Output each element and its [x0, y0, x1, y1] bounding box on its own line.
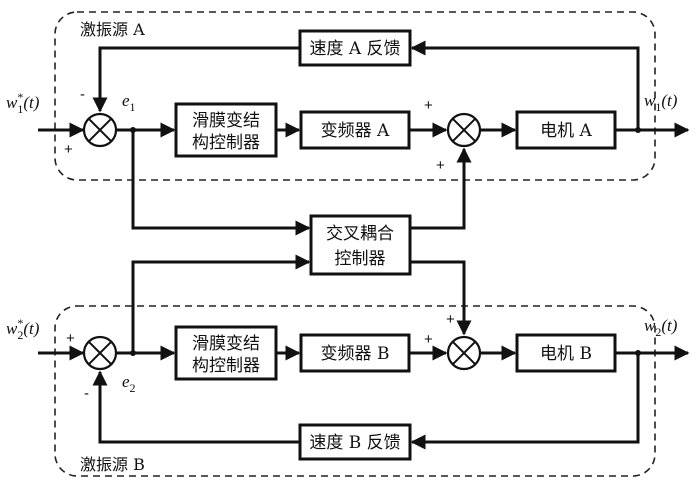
sign-sum1-left: +: [64, 141, 73, 158]
sign-sum2-left: +: [424, 97, 433, 114]
sign-sum3-bottom: -: [84, 385, 89, 402]
signal-e2: e2: [122, 372, 136, 395]
arrow-coupling-sum4: [410, 260, 472, 336]
block-smc-b: 滑膜变结 构控制器: [174, 325, 278, 381]
arrow-fb-a-sum1: [92, 46, 300, 113]
block-vfd-a-label: 变频器 A: [321, 121, 390, 141]
block-vfd-a: 变频器 A: [299, 110, 411, 150]
block-smc-b-line2: 构控制器: [192, 356, 260, 376]
arrow-out-fb-b: [410, 353, 640, 450]
block-vfd-b: 变频器 B: [299, 333, 411, 373]
sign-sum4-top: +: [446, 311, 455, 328]
sign-sum4-left: +: [424, 331, 433, 348]
group-box-a: [54, 11, 656, 181]
junction-w1: [635, 127, 641, 133]
sum-junction-1: [82, 112, 118, 148]
block-coupling-line1: 交叉耦合: [326, 224, 394, 244]
block-coupling: 交叉耦合 控制器: [309, 214, 412, 276]
sum-junction-2: [446, 112, 482, 148]
arrow-coupling-sum2: [410, 147, 472, 230]
block-smc-a: 滑膜变结 构控制器: [174, 102, 278, 158]
junction-e1: [130, 127, 136, 133]
sign-sum2-bottom: +: [436, 157, 445, 174]
block-smc-b-line1: 滑膜变结: [192, 334, 260, 354]
arrow-fb-b-sum3: [92, 370, 300, 444]
group-box-b: [54, 305, 656, 477]
sign-sum3-left: +: [66, 330, 75, 347]
group-label-b: 激振源 B: [80, 455, 145, 474]
block-motor-a: 电机 A: [515, 110, 617, 150]
block-vfd-b-label: 变频器 B: [321, 344, 390, 364]
block-smc-a-line2: 构控制器: [192, 133, 260, 153]
block-smc-a-line1: 滑膜变结: [192, 111, 260, 131]
block-motor-b-label: 电机 B: [540, 344, 592, 364]
block-motor-b: 电机 B: [515, 333, 617, 373]
signal-w1-ref: w*1(t): [6, 90, 40, 116]
block-fb-a-label: 速度 A 反馈: [309, 39, 400, 59]
signal-e1: e1: [122, 91, 136, 114]
junction-e2: [130, 350, 136, 356]
block-coupling-line2: 控制器: [335, 249, 386, 269]
block-fb-b-label: 速度 B 反馈: [309, 433, 400, 453]
block-motor-a-label: 电机 A: [540, 121, 592, 141]
signal-w1-out: w1(t): [644, 91, 678, 114]
block-fb-b: 速度 B 反馈: [298, 423, 412, 461]
signal-w2-ref: w*2(t): [6, 316, 40, 342]
block-fb-a: 速度 A 反馈: [298, 29, 412, 67]
junction-w2: [635, 350, 641, 356]
arrow-e1-coupling: [131, 130, 311, 236]
sum-junction-4: [446, 335, 482, 371]
arrow-out-fb-a: [410, 40, 640, 130]
sum-junction-3: [82, 335, 118, 371]
group-label-a: 激振源 A: [80, 20, 145, 39]
signal-w2-out: w2(t): [644, 316, 678, 339]
sign-sum1-top: -: [80, 86, 85, 103]
arrow-e2-coupling: [131, 254, 311, 353]
